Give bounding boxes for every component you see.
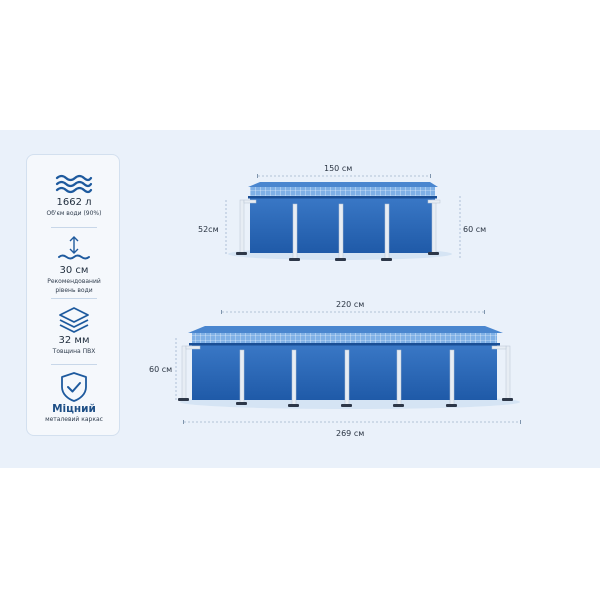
small-pool-width-label: 150 см xyxy=(324,164,353,173)
spec-pvc-thickness: 32 мм Товщина ПВХ xyxy=(27,305,121,356)
spec-water-volume: 1662 л Об'єм води (90%) xyxy=(27,173,121,218)
small-pool-height-label: 60 см xyxy=(463,225,487,234)
layers-icon xyxy=(59,307,89,333)
large-pool xyxy=(175,310,521,424)
large-pool-height-label: 60 см xyxy=(149,365,173,374)
spec-water-volume-label: Об'єм води (90%) xyxy=(46,210,102,217)
large-pool-length-label: 269 см xyxy=(336,429,365,438)
spec-water-level: 30 см Рекомендований рівень води xyxy=(27,235,121,295)
water-waves-icon xyxy=(55,174,93,194)
large-pool-frame-legs xyxy=(181,345,511,407)
specs-panel: 1662 л Об'єм води (90%) 30 см Рекомендов… xyxy=(26,154,120,436)
spec-water-level-label-2: рівень води xyxy=(55,287,93,294)
spec-water-level-value: 30 см xyxy=(59,265,89,276)
spec-frame-label: металевий каркас xyxy=(45,416,103,423)
divider xyxy=(51,364,97,365)
divider xyxy=(51,298,97,299)
spec-frame: Міцний металевий каркас xyxy=(27,371,121,424)
divider xyxy=(51,227,97,228)
spec-pvc-thickness-label: Товщина ПВХ xyxy=(52,348,96,355)
small-pool-depth-label: 52см xyxy=(198,225,219,234)
water-level-icon xyxy=(58,236,90,260)
spec-water-level-label-1: Рекомендований xyxy=(47,278,101,285)
spec-water-volume-value: 1662 л xyxy=(56,197,92,208)
large-pool-mesh xyxy=(192,333,497,344)
small-pool-mesh xyxy=(250,187,435,197)
shield-check-icon xyxy=(61,372,87,402)
small-pool xyxy=(225,174,461,261)
spec-pvc-thickness-value: 32 мм xyxy=(58,335,90,346)
spec-frame-value: Міцний xyxy=(52,403,96,415)
small-pool-frame-legs xyxy=(239,199,441,261)
large-pool-rim xyxy=(188,326,503,333)
small-pool-rim xyxy=(248,182,438,187)
large-pool-width-label: 220 см xyxy=(336,300,365,309)
